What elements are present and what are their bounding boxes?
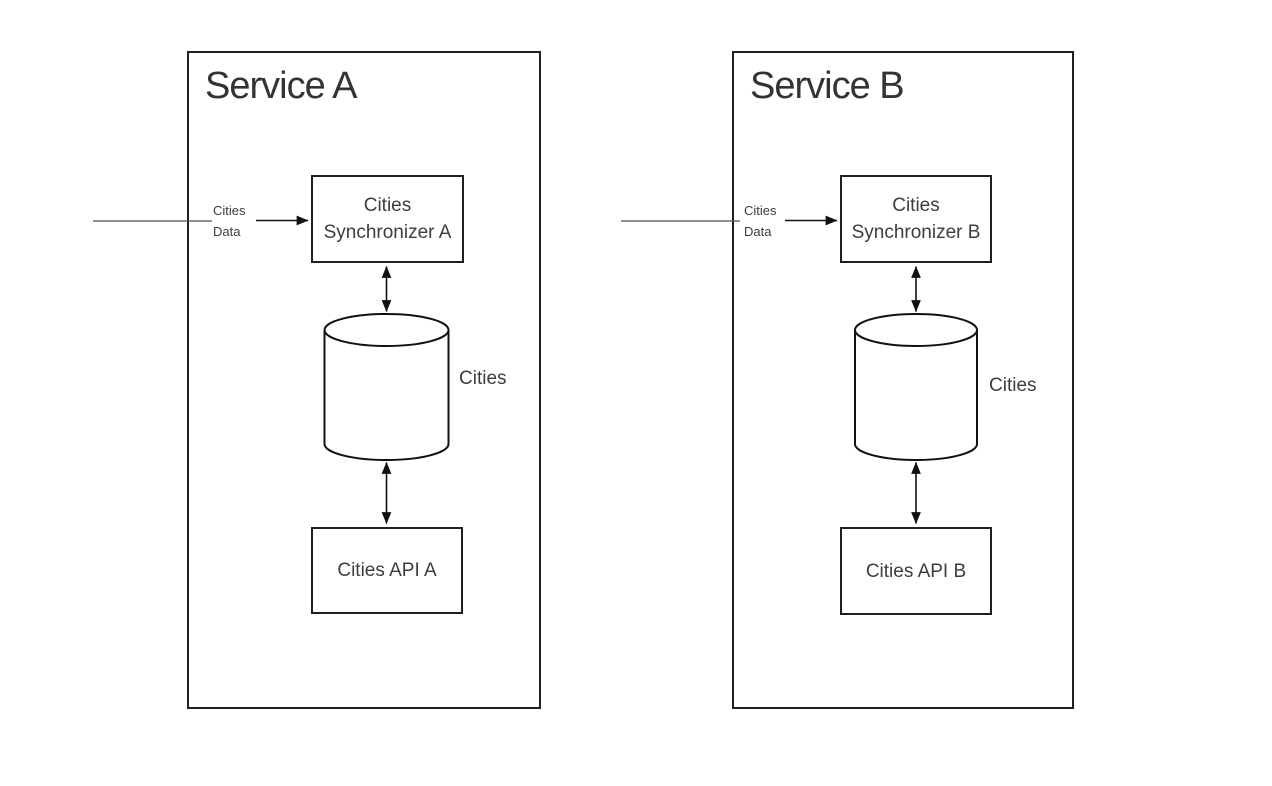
service-a-title: Service A xyxy=(205,65,358,107)
input-feed-label-b: Cities Data xyxy=(744,200,777,242)
service-b-panel xyxy=(732,51,1074,709)
input-feed-label-b-line1: Cities xyxy=(744,203,777,218)
database-b-label: Cities xyxy=(989,375,1037,396)
input-feed-label-b-line2: Data xyxy=(744,224,772,239)
input-feed-label-a: Cities Data xyxy=(213,200,246,242)
service-b-title: Service B xyxy=(750,65,905,107)
cities-api-a-node: Cities API A xyxy=(311,527,463,614)
cities-synchronizer-b-label-line1: Cities xyxy=(892,195,940,216)
cities-synchronizer-a-node: Cities Synchronizer A xyxy=(311,175,464,263)
database-a-label: Cities xyxy=(459,368,507,389)
cities-synchronizer-a-label-line1: Cities xyxy=(363,195,412,216)
cities-synchronizer-a-label-line2: Synchronizer A xyxy=(323,222,452,243)
input-feed-label-a-line2: Data xyxy=(213,224,241,239)
cities-synchronizer-b-label-line2: Synchronizer B xyxy=(851,222,981,243)
service-a-panel xyxy=(187,51,541,709)
input-feed-label-a-line1: Cities xyxy=(213,203,246,218)
cities-synchronizer-b-node: Cities Synchronizer B xyxy=(840,175,992,263)
cities-api-b-label: Cities API B xyxy=(865,560,967,582)
cities-api-a-label: Cities API A xyxy=(337,560,437,581)
cities-api-b-node: Cities API B xyxy=(840,527,992,615)
